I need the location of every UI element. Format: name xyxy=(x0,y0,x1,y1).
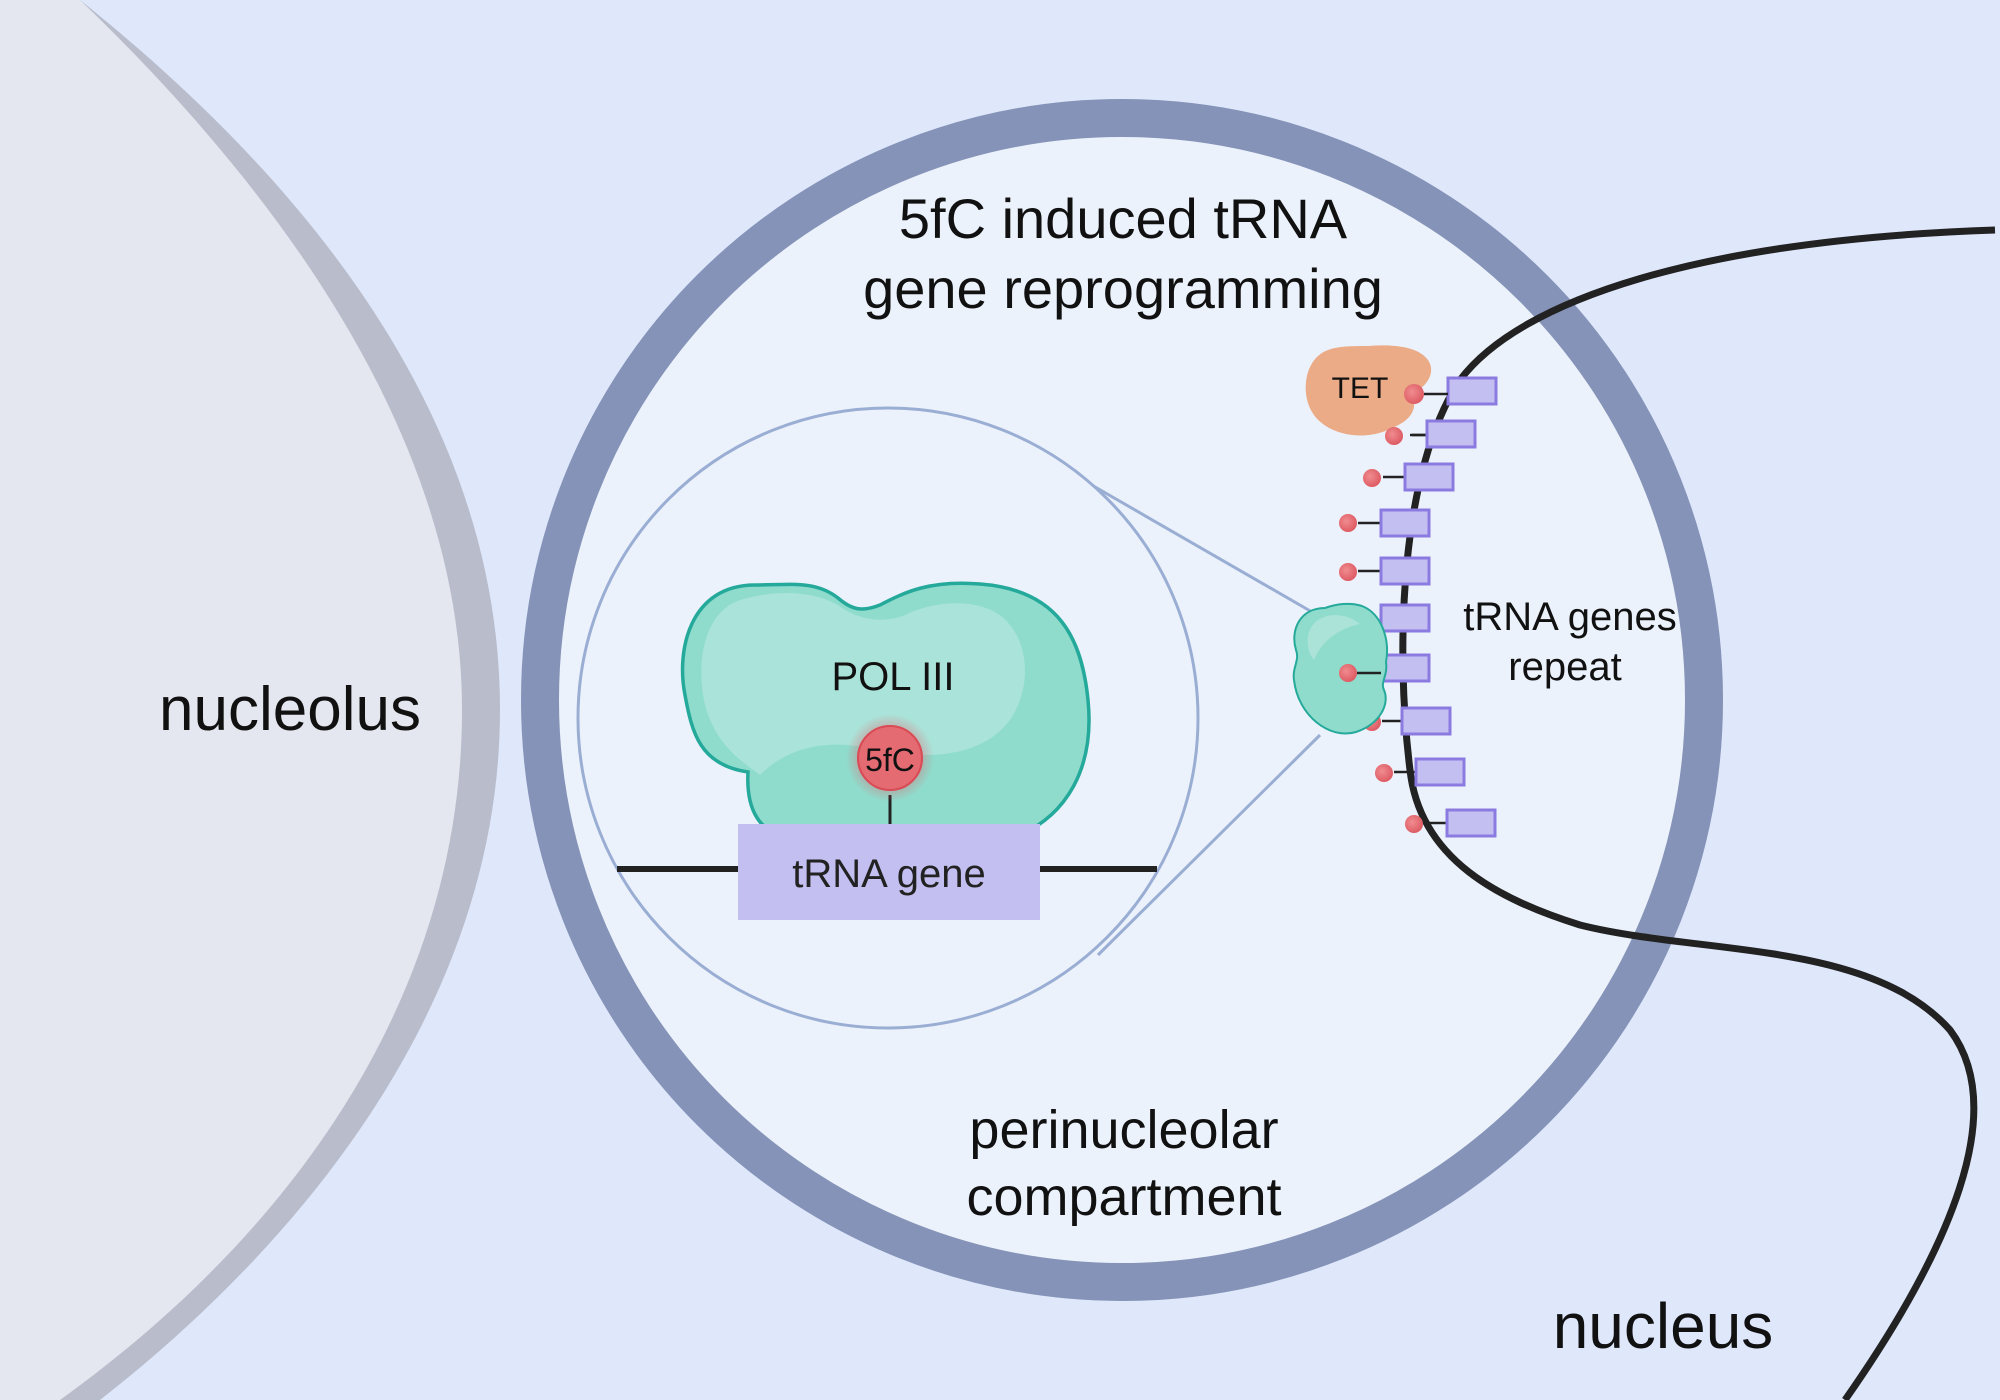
5fc-label: 5fC xyxy=(865,742,915,778)
nucleolus-label: nucleolus xyxy=(159,675,421,744)
5fc-mark xyxy=(1363,469,1381,487)
tet-label: TET xyxy=(1332,372,1389,405)
gene-box xyxy=(1446,376,1498,406)
zoom-connector-bottom xyxy=(1096,733,1322,957)
repeat-unit xyxy=(1412,419,1477,449)
gene-box xyxy=(1403,462,1455,492)
compartment-label-line2: compartment xyxy=(966,1167,1281,1227)
5fc-mark xyxy=(1339,664,1357,682)
trna-gene-box xyxy=(738,824,1040,920)
compartment-label-line1: perinucleolar xyxy=(969,1100,1278,1160)
gene-box xyxy=(1379,653,1431,683)
repeat-unit xyxy=(1379,603,1431,633)
repeat-unit xyxy=(1363,462,1455,492)
gene-box xyxy=(1379,508,1431,538)
gene-box xyxy=(1445,808,1497,838)
repeat-unit xyxy=(1405,808,1497,838)
5fc-mark xyxy=(1405,815,1423,833)
5fc-mark xyxy=(1385,427,1403,445)
pol3-large: POL III xyxy=(680,581,1091,837)
title-line2: gene reprogramming xyxy=(863,257,1383,320)
pol3-label: POL III xyxy=(831,655,954,699)
gene-box xyxy=(1379,603,1431,633)
nucleolus-body xyxy=(0,0,462,1400)
5fc-mark xyxy=(1339,563,1357,581)
5fc-mark-large xyxy=(857,725,923,791)
pol3-small xyxy=(1292,602,1388,735)
5fc-mark xyxy=(1404,384,1424,404)
gene-box xyxy=(1379,556,1431,586)
5fc-mark xyxy=(1375,764,1393,782)
tet-enzyme: TET xyxy=(1305,345,1448,445)
trna-repeat-label-line2: repeat xyxy=(1508,645,1621,689)
trna-repeat-label-line1: tRNA genes xyxy=(1463,595,1676,639)
5fc-mark xyxy=(1339,514,1357,532)
nucleus-label: nucleus xyxy=(1553,1290,1774,1362)
zoom-connector-top xyxy=(1082,478,1313,614)
repeat-unit xyxy=(1360,653,1431,683)
gene-box xyxy=(1400,706,1452,736)
repeat-unit xyxy=(1339,556,1431,586)
gene-box xyxy=(1425,419,1477,449)
repeat-unit xyxy=(1375,757,1466,787)
title-line1: 5fC induced tRNA xyxy=(899,187,1348,250)
nucleolus xyxy=(0,0,500,1400)
gene-box xyxy=(1414,757,1466,787)
trna-gene-label: tRNA gene xyxy=(792,852,985,896)
dna-strand xyxy=(1399,226,1996,1400)
repeat-unit xyxy=(1339,508,1431,538)
